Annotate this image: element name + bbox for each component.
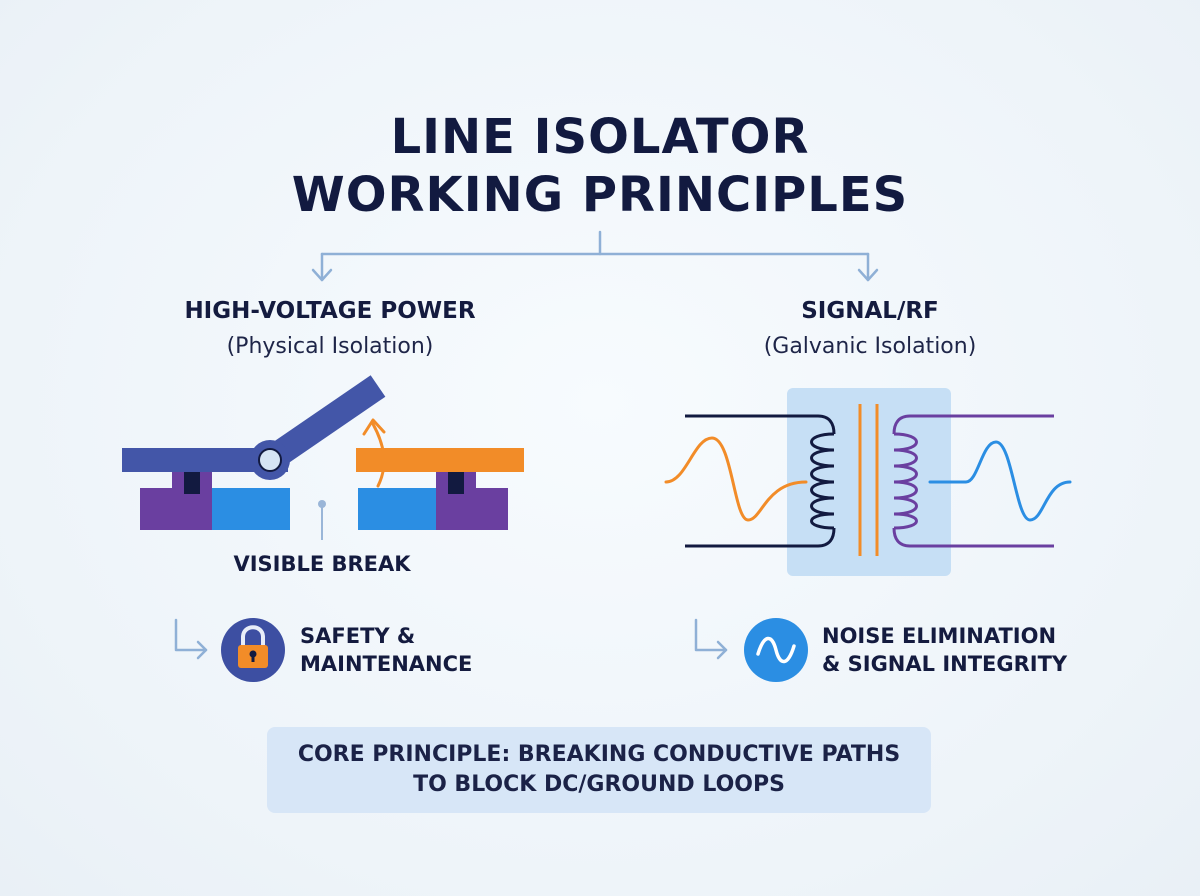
title-connector xyxy=(311,230,879,282)
right-benefit-line-1: NOISE ELIMINATION xyxy=(822,624,1057,648)
disconnect-switch-illustration xyxy=(122,375,524,540)
right-benefit-arrow-icon xyxy=(694,618,728,660)
core-principle-box: CORE PRINCIPLE: BREAKING CONDUCTIVE PATH… xyxy=(267,727,931,813)
title-line-1: LINE ISOLATOR xyxy=(390,109,810,165)
arrow-down-icon xyxy=(857,268,879,282)
left-section-subheading: (Physical Isolation) xyxy=(226,334,434,359)
right-section-heading: SIGNAL/RF xyxy=(801,298,939,324)
padlock-icon xyxy=(221,618,285,682)
right-section-subheading: (Galvanic Isolation) xyxy=(763,334,977,359)
core-principle-line-2: TO BLOCK DC/GROUND LOOPS xyxy=(413,772,785,797)
core-principle-line-1: CORE PRINCIPLE: BREAKING CONDUCTIVE PATH… xyxy=(297,742,901,767)
transformer-illustration xyxy=(664,388,1072,576)
left-benefit-line-2: MAINTENANCE xyxy=(300,652,473,676)
page-title: LINE ISOLATOR WORKING PRINCIPLES xyxy=(0,108,1200,224)
arrow-up-icon xyxy=(362,418,386,436)
visible-break-label: VISIBLE BREAK xyxy=(233,552,411,576)
sine-wave-icon xyxy=(744,618,808,682)
right-benefit-line-2: & SIGNAL INTEGRITY xyxy=(822,652,1068,676)
left-benefit-arrow-icon xyxy=(174,618,208,660)
left-section-heading: HIGH-VOLTAGE POWER xyxy=(184,298,476,324)
title-line-2: WORKING PRINCIPLES xyxy=(291,167,909,223)
right-benefit-text: NOISE ELIMINATION & SIGNAL INTEGRITY xyxy=(822,622,1067,678)
left-benefit-text: SAFETY & MAINTENANCE xyxy=(300,622,472,678)
arrow-down-icon xyxy=(311,268,333,282)
left-benefit-line-1: SAFETY & xyxy=(300,624,416,648)
